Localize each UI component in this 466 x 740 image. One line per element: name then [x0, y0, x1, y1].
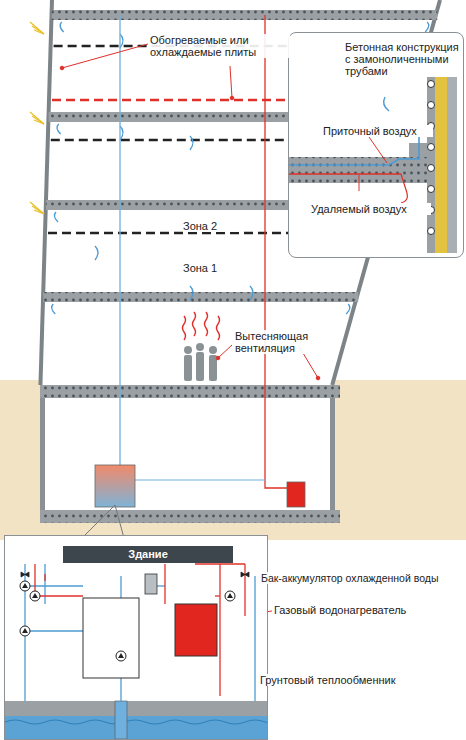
annotation-label: Бак-аккумулятор охлажденной воды — [261, 572, 463, 584]
band-label: Здание — [63, 548, 233, 560]
annotation-label: Зона 2 — [183, 220, 243, 232]
plant-room-inset: Здание — [4, 535, 268, 740]
annotation-label: Зона 1 — [183, 262, 243, 274]
annotation-label: Обогреваемые или охлаждаемые плиты — [150, 34, 290, 58]
detail-label: Удаляемый воздух — [311, 203, 431, 215]
plant-schematic — [5, 536, 267, 739]
annotation-label: Грунтовый теплообменник — [260, 674, 450, 686]
detail-label: Бетонная конструкция с замоноличенными т… — [345, 41, 459, 77]
detail-callout: Бетонная конструкция с замоноличенными т… — [288, 32, 464, 258]
building-band: Здание — [63, 546, 233, 563]
annotation-label: Вытесняющая вентиляция — [235, 330, 335, 354]
detail-label: Приточный воздух — [323, 125, 433, 137]
annotation-label: Газовый водонагреватель — [274, 604, 454, 616]
